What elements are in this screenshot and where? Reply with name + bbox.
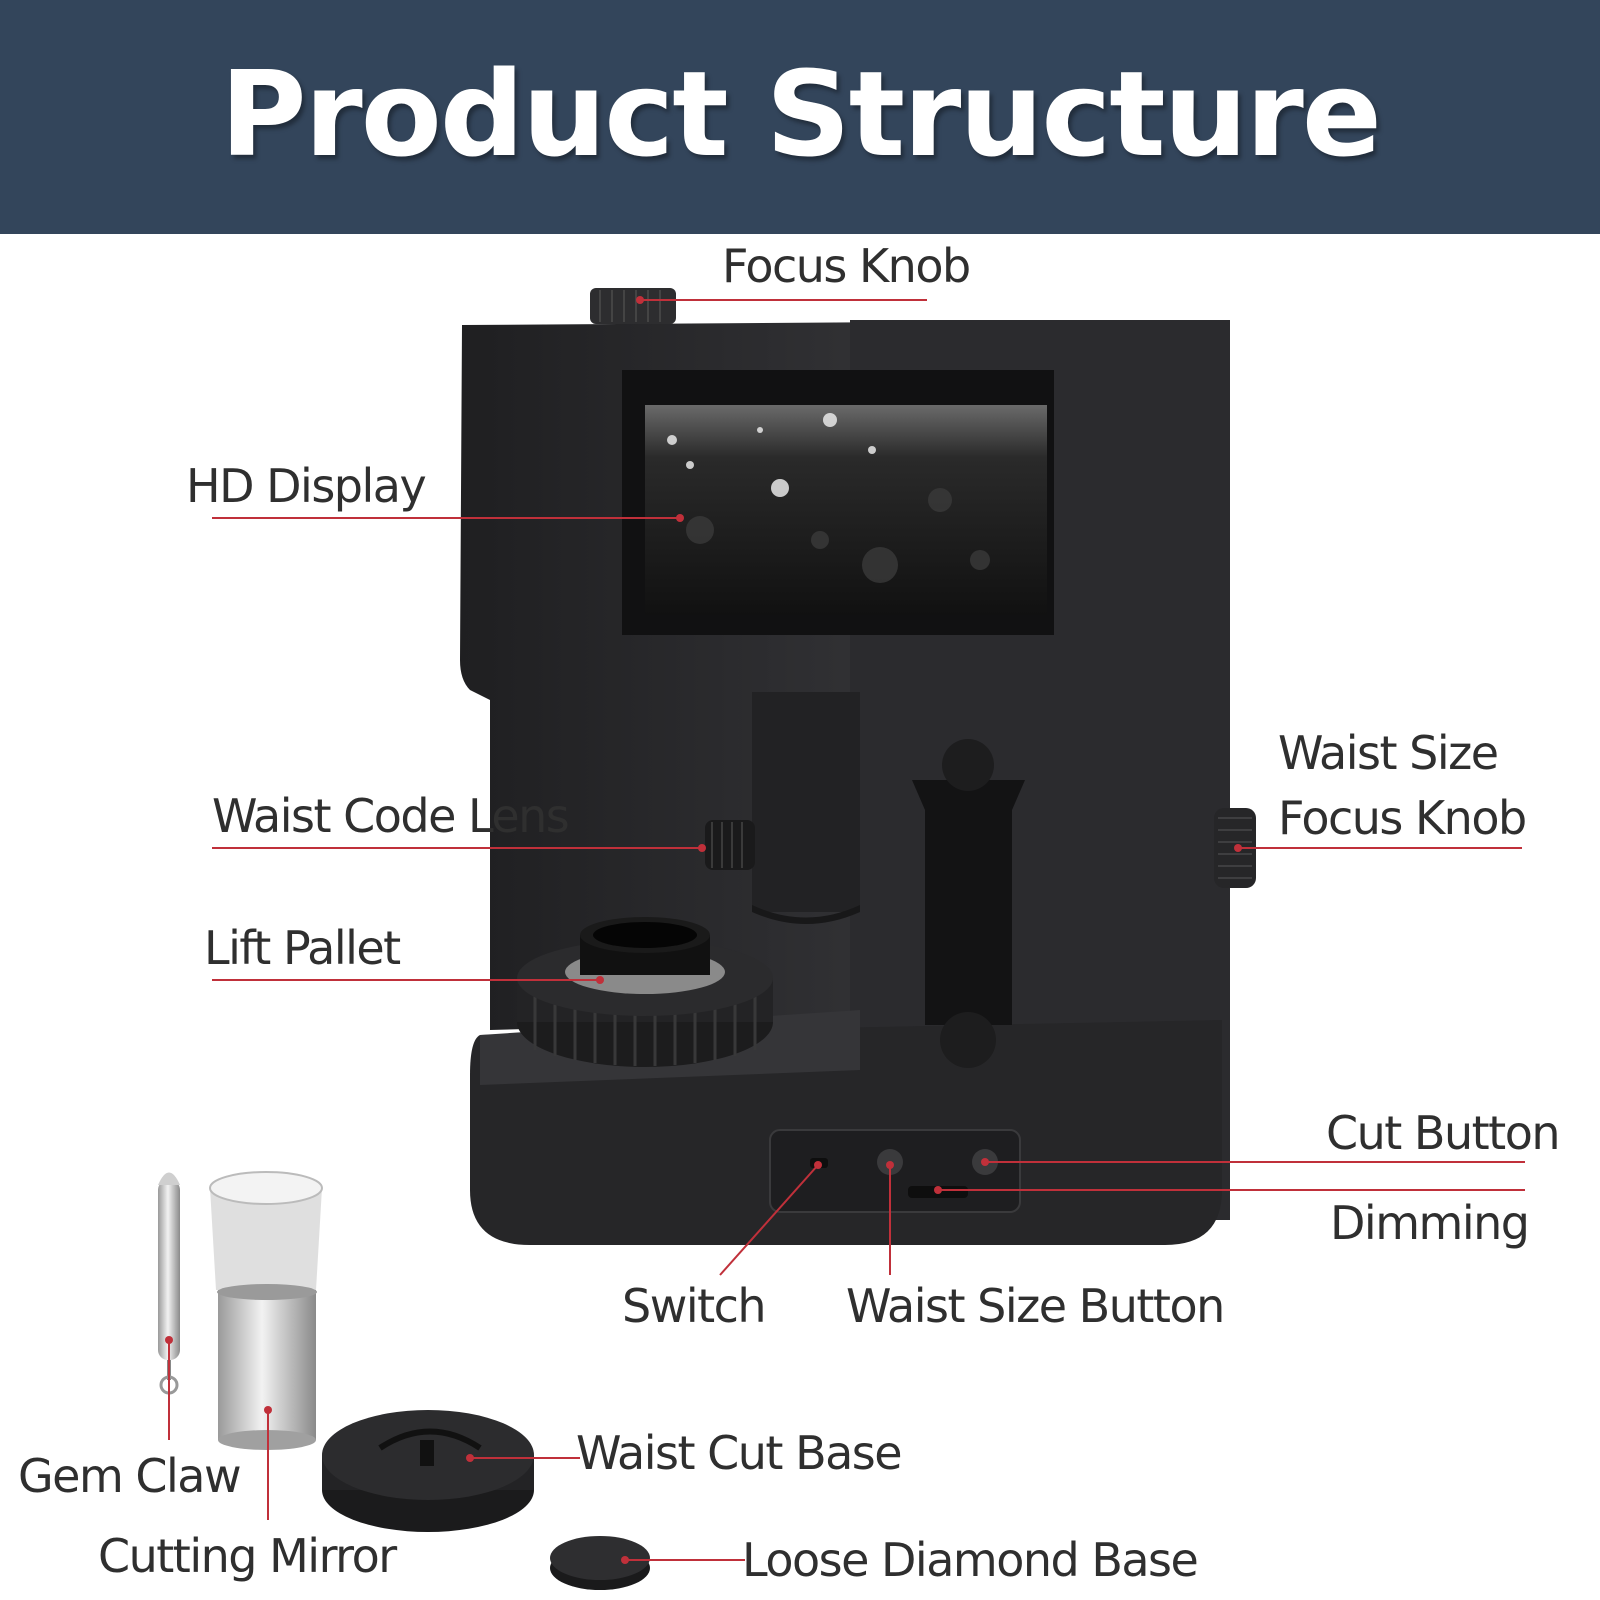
label-waist-size-line1: Waist Size: [1278, 726, 1499, 780]
page-title: Product Structure: [220, 45, 1382, 183]
leader-lines: [168, 299, 1525, 1561]
label-waist-size-line2: Focus Knob: [1278, 791, 1527, 845]
waist-code-lens-icon: [705, 820, 755, 870]
label-waist-size-button: Waist Size Button: [846, 1279, 1225, 1333]
label-waist-code-lens: Waist Code Lens: [212, 789, 570, 843]
label-gem-claw: Gem Claw: [18, 1449, 242, 1503]
leader-dots: [165, 296, 1242, 1564]
vertical-slider-slot: [912, 739, 1025, 1068]
waist-cut-base-icon: [322, 1410, 534, 1532]
focus-knob-icon: [590, 288, 676, 324]
label-switch: Switch: [622, 1279, 767, 1333]
label-loose-diamond-base: Loose Diamond Base: [742, 1533, 1199, 1587]
header-banner: Product Structure: [0, 0, 1600, 234]
lift-pallet-icon: [517, 917, 773, 1067]
loose-diamond-base-icon: [550, 1536, 650, 1590]
label-cut-button: Cut Button: [1326, 1106, 1561, 1160]
control-panel: [769, 1129, 1021, 1213]
label-waist-cut-base: Waist Cut Base: [576, 1426, 903, 1480]
label-lift-pallet: Lift Pallet: [204, 921, 401, 975]
label-dimming: Dimming: [1330, 1196, 1530, 1250]
label-focus-knob: Focus Knob: [722, 239, 971, 293]
label-hd-display: HD Display: [186, 459, 427, 513]
hd-display-screen: [622, 370, 1054, 635]
label-cutting-mirror: Cutting Mirror: [98, 1529, 397, 1583]
